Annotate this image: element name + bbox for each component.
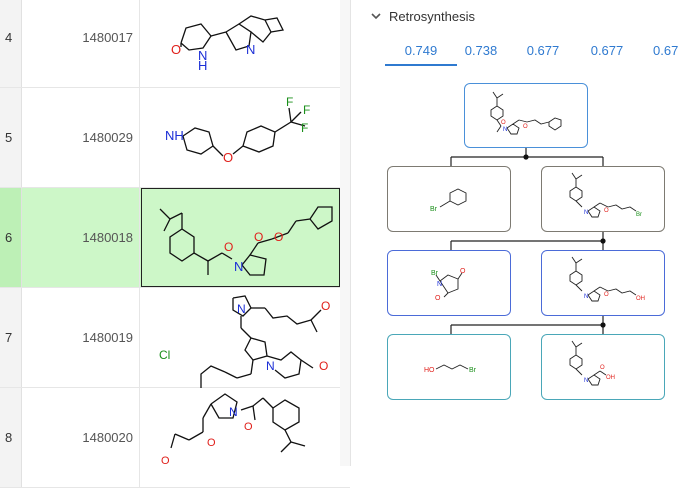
- atom-label: N: [229, 405, 238, 419]
- tab-route[interactable]: 0.749: [385, 36, 457, 66]
- row-index: 8: [0, 388, 22, 487]
- route-node-building-block[interactable]: N O OH: [541, 334, 665, 400]
- atom-label: N: [246, 42, 255, 57]
- atom-label: O: [161, 455, 170, 467]
- atom-label: O: [319, 359, 328, 373]
- atom-label: N: [584, 210, 588, 216]
- table-row[interactable]: 8 1480020: [0, 388, 350, 488]
- route-node-building-block[interactable]: HO Br: [387, 334, 511, 400]
- molecule-structure: N O O O: [161, 393, 306, 467]
- atom-label: F: [301, 121, 308, 135]
- atom-label: HO: [424, 367, 435, 374]
- atom-label: O: [604, 208, 609, 214]
- structure-cell[interactable]: Cl N N O O: [141, 288, 340, 388]
- molecule-structure: N O OH: [569, 256, 645, 302]
- molecule-structure: N O O: [490, 91, 562, 135]
- tab-route[interactable]: 0.67: [653, 42, 679, 58]
- route-node-building-block[interactable]: Br: [387, 166, 511, 232]
- structure-cell[interactable]: O N O O: [141, 188, 340, 287]
- scrollbar-track[interactable]: [340, 0, 350, 466]
- atom-label: N: [437, 281, 442, 288]
- route-node-intermediate[interactable]: N O OH: [541, 250, 665, 316]
- atom-label: N: [584, 294, 588, 300]
- route-tree-lines: [450, 148, 606, 334]
- table-row[interactable]: 4 1480017 O N H N: [0, 0, 350, 88]
- row-index: 5: [0, 88, 22, 187]
- table-row-selected[interactable]: 6 1480018 O: [0, 188, 350, 288]
- row-index: 6: [0, 188, 22, 287]
- row-id: 1480017: [22, 0, 140, 87]
- atom-label: O: [274, 230, 283, 244]
- molecule-structure: Cl N N O O: [159, 295, 330, 388]
- chevron-down-icon: [371, 13, 381, 20]
- route-node-target[interactable]: N O O: [464, 83, 588, 148]
- tab-route[interactable]: 0.677: [526, 42, 560, 58]
- table-row[interactable]: 7 1480019 Cl: [0, 288, 350, 388]
- structure-cell[interactable]: N O O O: [141, 388, 340, 487]
- table-row[interactable]: 5 1480029 NH O F F F: [0, 88, 350, 188]
- atom-label: Br: [636, 212, 642, 218]
- molecule-structure: N O Br: [569, 172, 642, 218]
- atom-label: NH: [165, 128, 184, 143]
- atom-label: O: [501, 120, 506, 126]
- atom-label: Br: [430, 206, 438, 213]
- row-id: 1480019: [22, 288, 140, 387]
- atom-label: Cl: [159, 348, 170, 362]
- molecule-structure: O N O O: [159, 206, 333, 276]
- row-id: 1480020: [22, 388, 140, 487]
- molecule-structure: HO Br: [424, 364, 477, 374]
- route-tabs: 0.749 0.738 0.677 0.677 0.67: [385, 36, 680, 66]
- section-title: Retrosynthesis: [389, 8, 475, 24]
- atom-label: O: [171, 42, 181, 57]
- route-node-building-block[interactable]: Br N O O: [387, 250, 511, 316]
- row-id: 1480018: [22, 188, 140, 287]
- atom-label: O: [435, 295, 441, 302]
- row-index: 4: [0, 0, 22, 87]
- atom-label: H: [198, 58, 207, 73]
- atom-label: N: [503, 127, 507, 133]
- molecule-structure: O N H N: [171, 15, 284, 73]
- atom-label: F: [286, 95, 293, 109]
- row-id: 1480029: [22, 88, 140, 187]
- atom-label: N: [198, 48, 207, 63]
- molecule-grid: 4 1480017 O N H N 5 1480029: [0, 0, 351, 488]
- atom-label: OH: [606, 375, 615, 381]
- atom-label: N: [237, 302, 246, 316]
- molecule-structure: NH O F F F: [165, 95, 310, 165]
- retrosynthesis-panel: Retrosynthesis 0.749 0.738 0.677 0.677 0…: [351, 0, 680, 466]
- atom-label: Br: [431, 270, 439, 277]
- route-node-intermediate[interactable]: N O Br: [541, 166, 665, 232]
- atom-label: O: [207, 437, 216, 449]
- structure-cell[interactable]: NH O F F F: [141, 88, 340, 187]
- atom-label: O: [600, 365, 605, 371]
- atom-label: O: [460, 268, 466, 275]
- atom-label: Br: [469, 367, 477, 374]
- atom-label: O: [224, 240, 233, 254]
- molecule-structure: Br N O O: [431, 268, 466, 302]
- atom-label: O: [604, 292, 609, 298]
- retrosynthesis-header[interactable]: Retrosynthesis: [371, 7, 475, 25]
- molecule-structure: N O OH: [569, 340, 615, 386]
- molecule-structure: Br: [430, 188, 467, 213]
- atom-label: F: [303, 103, 310, 117]
- atom-label: N: [266, 359, 275, 373]
- atom-label: O: [321, 299, 330, 313]
- tab-route[interactable]: 0.677: [590, 42, 624, 58]
- atom-label: N: [234, 259, 243, 274]
- atom-label: OH: [636, 296, 645, 302]
- atom-label: O: [254, 230, 263, 244]
- atom-label: O: [223, 150, 233, 165]
- atom-label: N: [584, 378, 588, 384]
- tab-route[interactable]: 0.738: [464, 42, 498, 58]
- atom-label: O: [523, 124, 528, 130]
- structure-cell[interactable]: O N H N: [141, 0, 340, 87]
- atom-label: O: [244, 421, 253, 433]
- row-index: 7: [0, 288, 22, 387]
